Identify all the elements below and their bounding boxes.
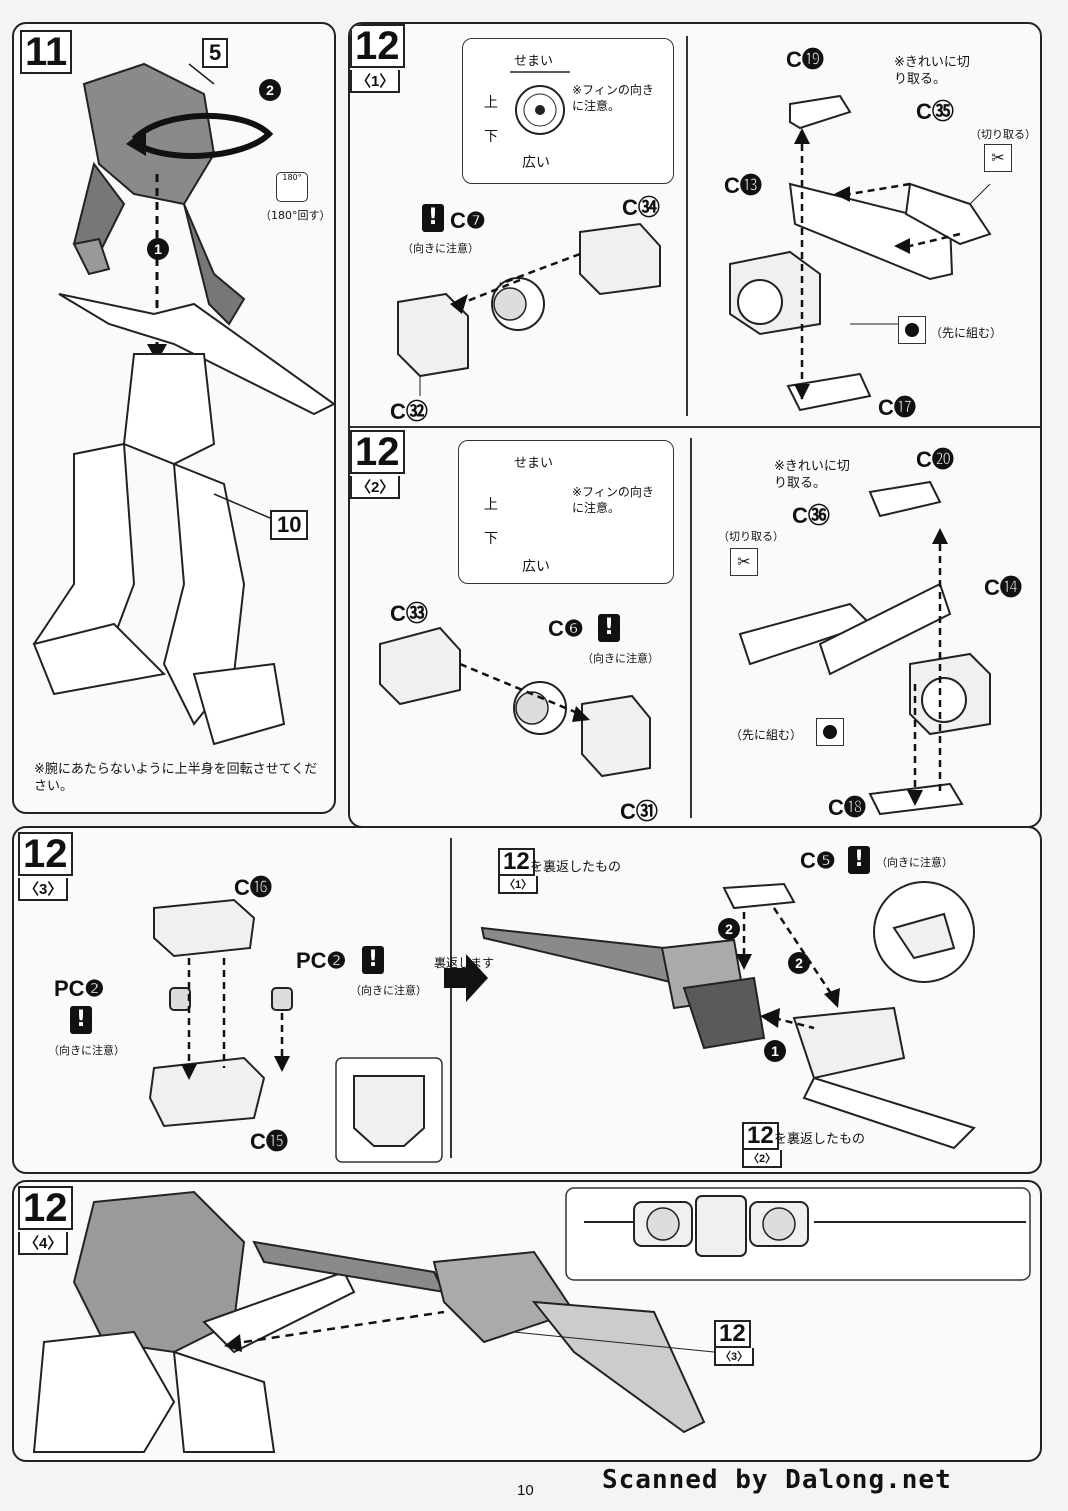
part-c6-label: C❻ <box>548 616 584 641</box>
assemble-first-label: （先に組む） <box>930 326 1003 340</box>
step-12-illustrations <box>379 71 992 816</box>
fan-narrow-label: せまい <box>514 456 554 471</box>
fan-note: ※フィンの向きに注意。 <box>572 83 654 113</box>
step-number: 11 <box>20 30 73 74</box>
part-c7-caution: （向きに注意） <box>402 242 479 255</box>
step-12-1-2-panel: 12 〈1〉 せまい 上 下 広い ※フィンの向きに注意。 <box>348 22 1042 828</box>
step-11-note: ※腕にあたらないように上半身を回転させてください。 <box>34 762 318 794</box>
page-number: 10 <box>517 1482 534 1499</box>
assemble-first-icon <box>816 718 844 746</box>
fan-orientation-inset <box>462 38 674 184</box>
pc2-right-caution: （向きに注意） <box>350 984 427 997</box>
sequence-2-marker: 2 <box>718 918 740 940</box>
part-c33-label: C㉝ <box>390 601 428 626</box>
step-number: 12 <box>18 1186 73 1230</box>
step-number: 12 <box>18 832 73 876</box>
panel-divider <box>686 36 688 416</box>
part-c35-note: ※きれいに切り取る。 <box>894 55 970 87</box>
panel-divider <box>450 838 452 1158</box>
sequence-1-marker: 1 <box>764 1040 786 1062</box>
callout-part-10: 10 <box>270 510 309 540</box>
fan-down-label: 下 <box>484 531 498 547</box>
part-c18-label: C⓲ <box>828 795 866 820</box>
ref-substep-1: 〈1〉 <box>498 876 539 894</box>
part-c20-label: C⓴ <box>916 447 954 472</box>
part-c16-label: C⓰ <box>234 875 272 900</box>
step-11-panel: 11 5 2 1 180° （180°回す） 10 ※腕にあたらないように上半身… <box>12 22 336 814</box>
caution-icon: ! <box>848 846 870 874</box>
fan-wide-label: 広い <box>522 559 550 575</box>
cut-label: （切り取る） <box>970 128 1036 141</box>
step-substep: 〈1〉 <box>350 70 401 93</box>
sequence-2-marker: 2 <box>259 79 281 101</box>
part-c36-label: C㊱ <box>792 503 830 528</box>
step-11-illustration <box>32 62 334 746</box>
part-c14-label: C⓮ <box>984 575 1022 600</box>
part-c35-label: C㉟ <box>916 99 954 124</box>
part-c19-label: C⓳ <box>786 47 824 72</box>
pc2-right-label: PC❷ <box>296 948 347 973</box>
caution-icon: ! <box>422 204 444 232</box>
panel-divider <box>350 426 1040 428</box>
cut-icon: ✂ <box>984 144 1012 172</box>
step-substep: 〈4〉 <box>18 1232 69 1255</box>
ref-step-12-1: 12 <box>498 848 535 876</box>
part-c32-label: C㉜ <box>390 399 428 424</box>
step-substep: 〈2〉 <box>350 476 401 499</box>
step-12-4-panel: 12 〈4〉 12 〈3〉 <box>12 1180 1042 1462</box>
assemble-first-label: （先に組む） <box>730 728 803 742</box>
step-number: 12 <box>350 24 405 68</box>
part-c7-label: C❼ <box>450 208 486 233</box>
panel-divider <box>690 438 692 818</box>
part-c5-caution: （向きに注意） <box>876 856 953 869</box>
part-c13-label: C⓭ <box>724 173 762 198</box>
step-substep: 〈3〉 <box>18 878 69 901</box>
part-c31-label: C㉛ <box>620 799 658 824</box>
cut-icon: ✂ <box>730 548 758 576</box>
part-c17-label: C⓱ <box>878 395 916 420</box>
part-c36-note: ※きれいに切り取る。 <box>774 459 850 491</box>
scan-credit: Scanned by Dalong.net <box>602 1465 952 1495</box>
rotate-caption: （180°回す） <box>260 209 331 222</box>
fan-up-label: 上 <box>484 497 498 513</box>
sequence-1-marker: 1 <box>147 238 169 260</box>
ref2-text: を裏返したもの <box>774 1132 866 1147</box>
cut-label: （切り取る） <box>718 530 784 543</box>
flip-label: 裏返します <box>434 956 495 970</box>
ref-substep-2: 〈2〉 <box>742 1150 783 1168</box>
ref-substep-3: 〈3〉 <box>714 1348 755 1366</box>
step-12-4-illustration <box>32 1187 1031 1453</box>
pc2-left-label: PC❷ <box>54 976 105 1001</box>
rotate-180-icon: 180° <box>276 172 308 202</box>
pc2-left-caution: （向きに注意） <box>48 1044 125 1057</box>
fan-note: ※フィンの向きに注意。 <box>572 485 654 515</box>
ref1-text: を裏返したもの <box>530 860 622 875</box>
step-number: 12 <box>350 430 405 474</box>
fan-down-label: 下 <box>484 129 498 145</box>
ref-step-12-2: 12 <box>742 1122 779 1150</box>
sequence-2-marker: 2 <box>788 952 810 974</box>
part-c6-caution: （向きに注意） <box>582 652 659 665</box>
part-c15-label: C⓯ <box>250 1129 288 1154</box>
part-c34-label: C㉞ <box>622 195 660 220</box>
caution-icon: ! <box>70 1006 92 1034</box>
step-12-3-illustration <box>148 881 976 1163</box>
fan-up-label: 上 <box>484 95 498 111</box>
part-c5-label: C❺ <box>800 848 836 873</box>
step-12-3-panel: 12 〈3〉 C⓰ PC❷ ! （向きに注意） PC❷ <box>12 826 1042 1174</box>
assemble-first-icon <box>898 316 926 344</box>
fan-orientation-inset <box>458 440 674 584</box>
callout-part-5: 5 <box>202 38 229 68</box>
fan-narrow-label: せまい <box>514 54 554 69</box>
ref-step-12-3: 12 <box>714 1320 751 1348</box>
caution-icon: ! <box>598 614 620 642</box>
fan-wide-label: 広い <box>522 155 550 171</box>
caution-icon: ! <box>362 946 384 974</box>
